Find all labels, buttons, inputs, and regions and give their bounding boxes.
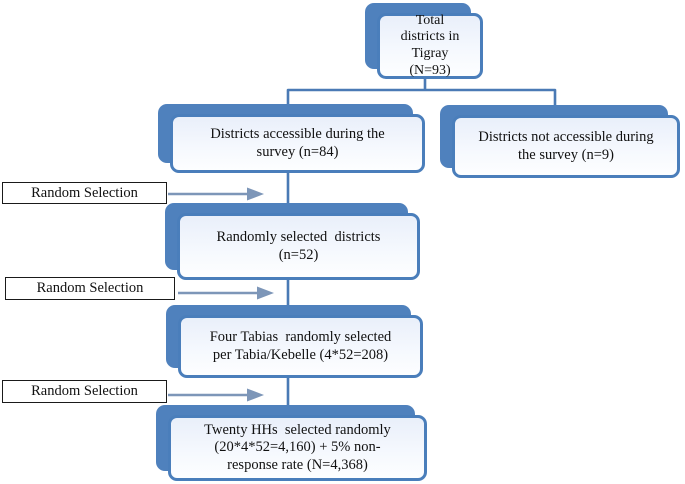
node-text: Randomly selected districts (n=52) bbox=[216, 229, 381, 263]
node-text: Districts not accessible during the surv… bbox=[478, 129, 654, 163]
node-body: Four Tabias randomly selected per Tabia/… bbox=[178, 315, 423, 378]
random-selection-label-2: Random Selection bbox=[5, 277, 175, 300]
node-body: Districts accessible during the survey (… bbox=[170, 114, 425, 173]
node-body: Twenty HHs selected randomly (20*4*52=4,… bbox=[168, 415, 427, 481]
flow-node-tabias-selected: Four Tabias randomly selected per Tabia/… bbox=[166, 305, 423, 378]
random-selection-label-3: Random Selection bbox=[2, 380, 167, 403]
node-body: Randomly selected districts (n=52) bbox=[177, 213, 420, 280]
node-text: Districts accessible during the survey (… bbox=[210, 126, 385, 160]
flow-node-not-accessible-districts: Districts not accessible during the surv… bbox=[440, 105, 680, 178]
label-text: Random Selection bbox=[31, 184, 138, 201]
flow-node-randomly-selected-districts: Randomly selected districts (n=52) bbox=[165, 203, 420, 280]
flow-node-total-districts: Total districts in Tigray (N=93) bbox=[365, 3, 483, 79]
node-text: Four Tabias randomly selected per Tabia/… bbox=[209, 329, 392, 363]
label-text: Random Selection bbox=[31, 383, 138, 399]
arrow-right-icon bbox=[168, 388, 264, 402]
node-text: Total districts in Tigray (N=93) bbox=[400, 12, 460, 78]
random-selection-label-1: Random Selection bbox=[2, 182, 167, 204]
arrow-right-icon bbox=[178, 286, 274, 300]
node-body: Districts not accessible during the surv… bbox=[452, 115, 680, 178]
label-text: Random Selection bbox=[36, 280, 144, 296]
node-body: Total districts in Tigray (N=93) bbox=[377, 13, 483, 79]
node-text: Twenty HHs selected randomly (20*4*52=4,… bbox=[204, 421, 391, 473]
arrow-right-icon bbox=[168, 187, 264, 201]
flow-node-households-selected: Twenty HHs selected randomly (20*4*52=4,… bbox=[156, 405, 427, 481]
flow-node-accessible-districts: Districts accessible during the survey (… bbox=[158, 104, 425, 173]
